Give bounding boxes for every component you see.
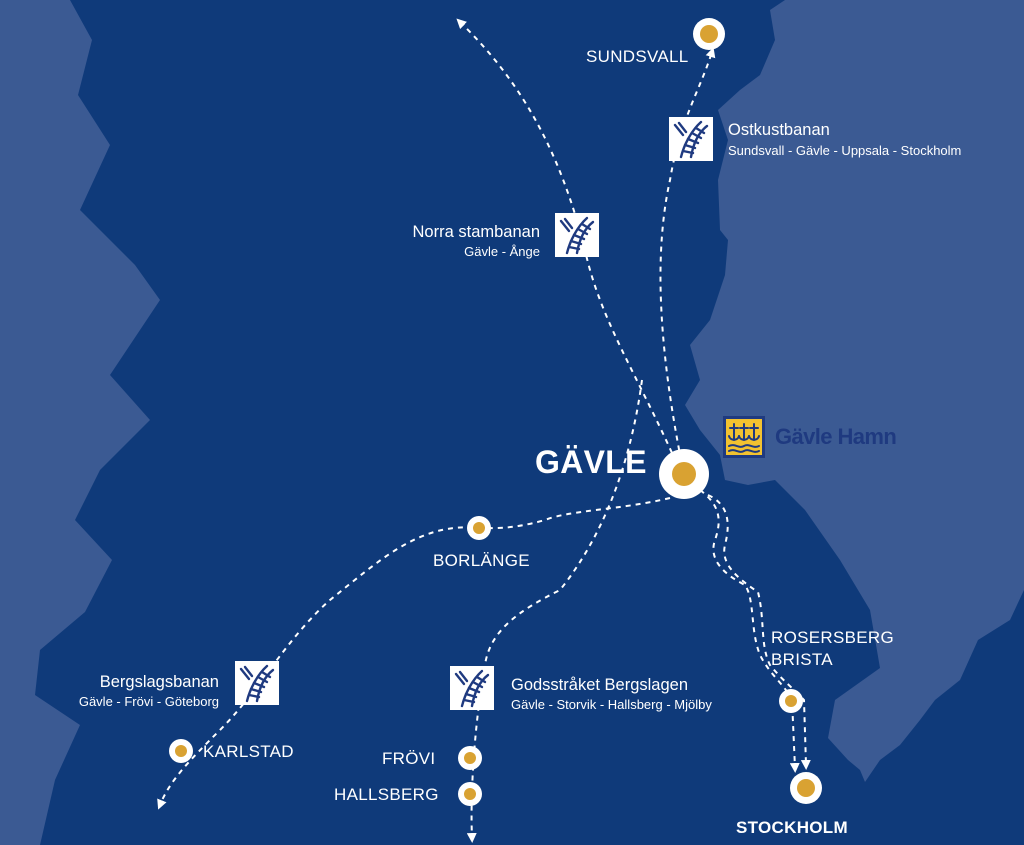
railway-icon-norra: [555, 213, 599, 257]
city-label-gavle: GÄVLE: [535, 444, 647, 480]
node-karlstad: [169, 739, 193, 763]
railway-name-bergslag: Bergslagsbanan: [99, 673, 219, 691]
city-label-borlange: BORLÄNGE: [433, 551, 530, 570]
railway-icon-ostkust: [669, 117, 713, 161]
logo-text: Gävle Hamn: [775, 424, 897, 449]
city-label-brista: BRISTA: [771, 650, 833, 669]
route-ostkust-north: [659, 47, 716, 471]
node-hallsberg: [458, 782, 482, 806]
gavle-hamn-logo: Gävle Hamn: [723, 416, 897, 458]
city-label-frovi: FRÖVI: [382, 749, 436, 768]
railway-route-norra: Gävle - Ånge: [464, 244, 540, 259]
node-gavle: [659, 449, 709, 499]
land-region: [35, 0, 1024, 845]
node-sundsvall: [693, 18, 725, 50]
node-rosersberg-brista: [779, 689, 803, 713]
city-label-karlstad: KARLSTAD: [203, 742, 294, 761]
railway-icon-bergslag: [235, 661, 279, 705]
route-stockholm-a: [699, 489, 800, 773]
railway-route-bergslag: Gävle - Frövi - Göteborg: [78, 694, 219, 709]
route-bergslag: [157, 497, 671, 810]
railway-icon-gods: [450, 666, 494, 710]
city-label-hallsberg: HALLSBERG: [334, 785, 439, 804]
city-label-rosersberg: ROSERSBERG: [771, 628, 894, 647]
city-label-sundsvall: SUNDSVALL: [586, 47, 689, 66]
city-nodes: [169, 18, 822, 806]
railway-route-gods: Gävle - Storvik - Hallsberg - Mjölby: [511, 697, 712, 712]
node-stockholm: [790, 772, 822, 804]
route-stockholm-b: [707, 494, 811, 770]
railway-name-norra: Norra stambanan: [412, 223, 540, 241]
city-label-stockholm: STOCKHOLM: [736, 818, 848, 837]
node-borlange: [467, 516, 491, 540]
anchors-shield-icon: [723, 416, 765, 458]
railway-route-ostkust: Sundsvall - Gävle - Uppsala - Stockholm: [728, 143, 962, 158]
railway-name-gods: Godsstråket Bergslagen: [511, 676, 689, 694]
railway-name-ostkust: Ostkustbanan: [728, 121, 830, 139]
node-frovi: [458, 746, 482, 770]
